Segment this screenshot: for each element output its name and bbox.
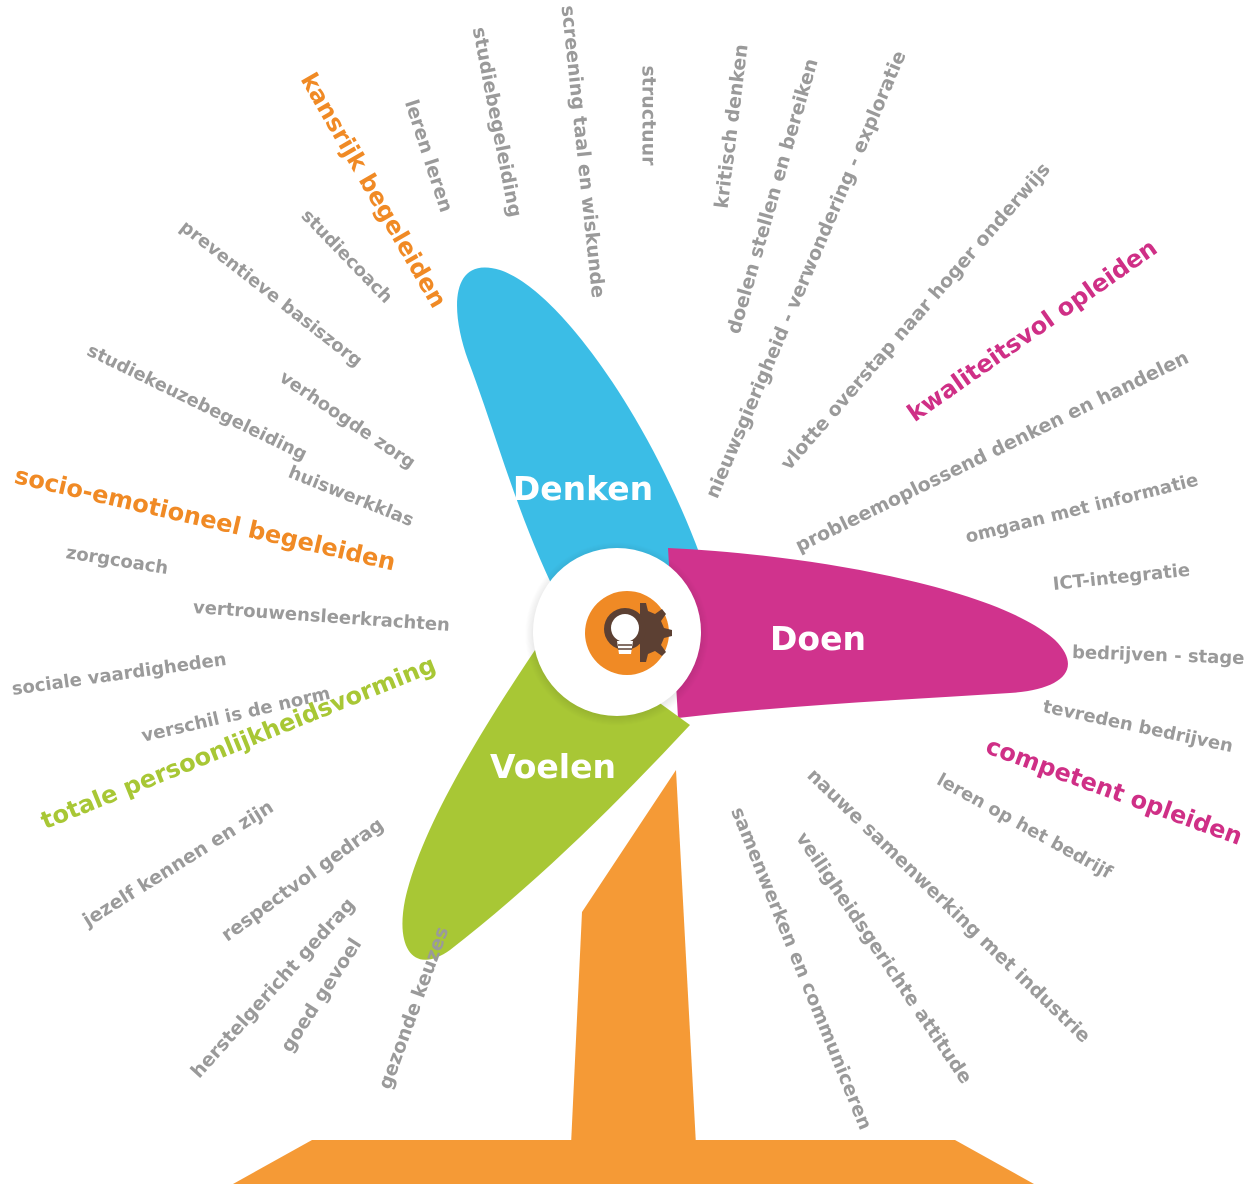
gear-lightbulb-icon	[604, 603, 672, 662]
blade-label-doen: Doen	[770, 619, 866, 658]
windmill-mast	[571, 770, 696, 1145]
blade-doen	[668, 548, 1068, 718]
blade-label-voelen: Voelen	[490, 747, 616, 786]
keyword-structuur: structuur	[637, 65, 660, 166]
blade-label-denken: Denken	[513, 469, 653, 508]
blade-denken	[457, 267, 700, 612]
windmill-base	[233, 1140, 1034, 1184]
